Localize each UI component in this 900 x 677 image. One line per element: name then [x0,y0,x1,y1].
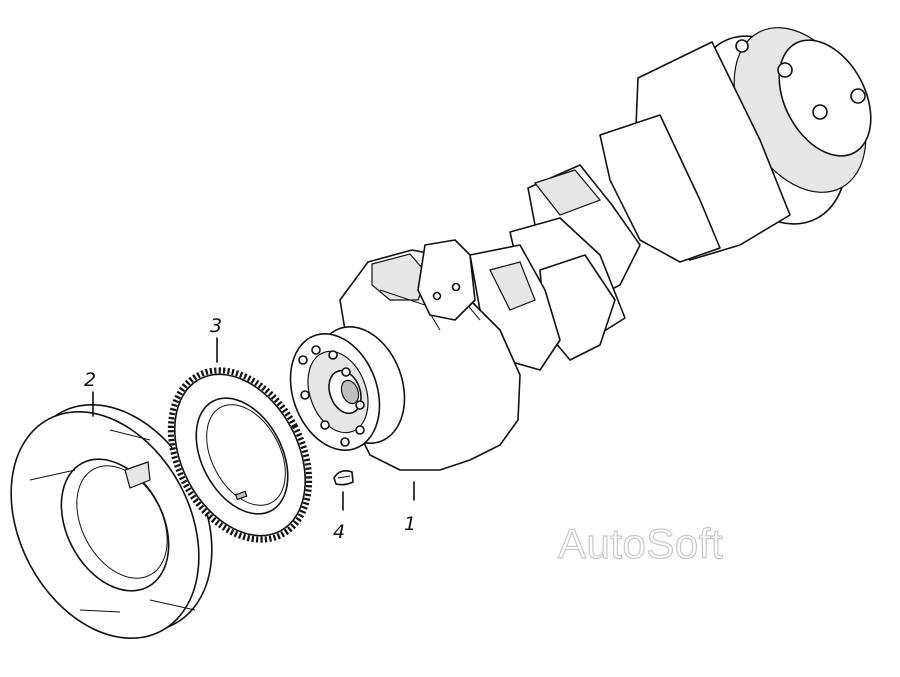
callout-label-1: 1 [404,513,416,535]
thrust-cover-part [10,403,213,640]
gear-ring-part [167,367,313,543]
callout-label-4: 4 [333,521,345,543]
watermark-text: AutoSoft [558,520,723,567]
key-part [333,470,354,486]
crankshaft-part [289,27,872,471]
callout-label-3: 3 [210,315,222,337]
callout-label-2: 2 [84,369,96,391]
